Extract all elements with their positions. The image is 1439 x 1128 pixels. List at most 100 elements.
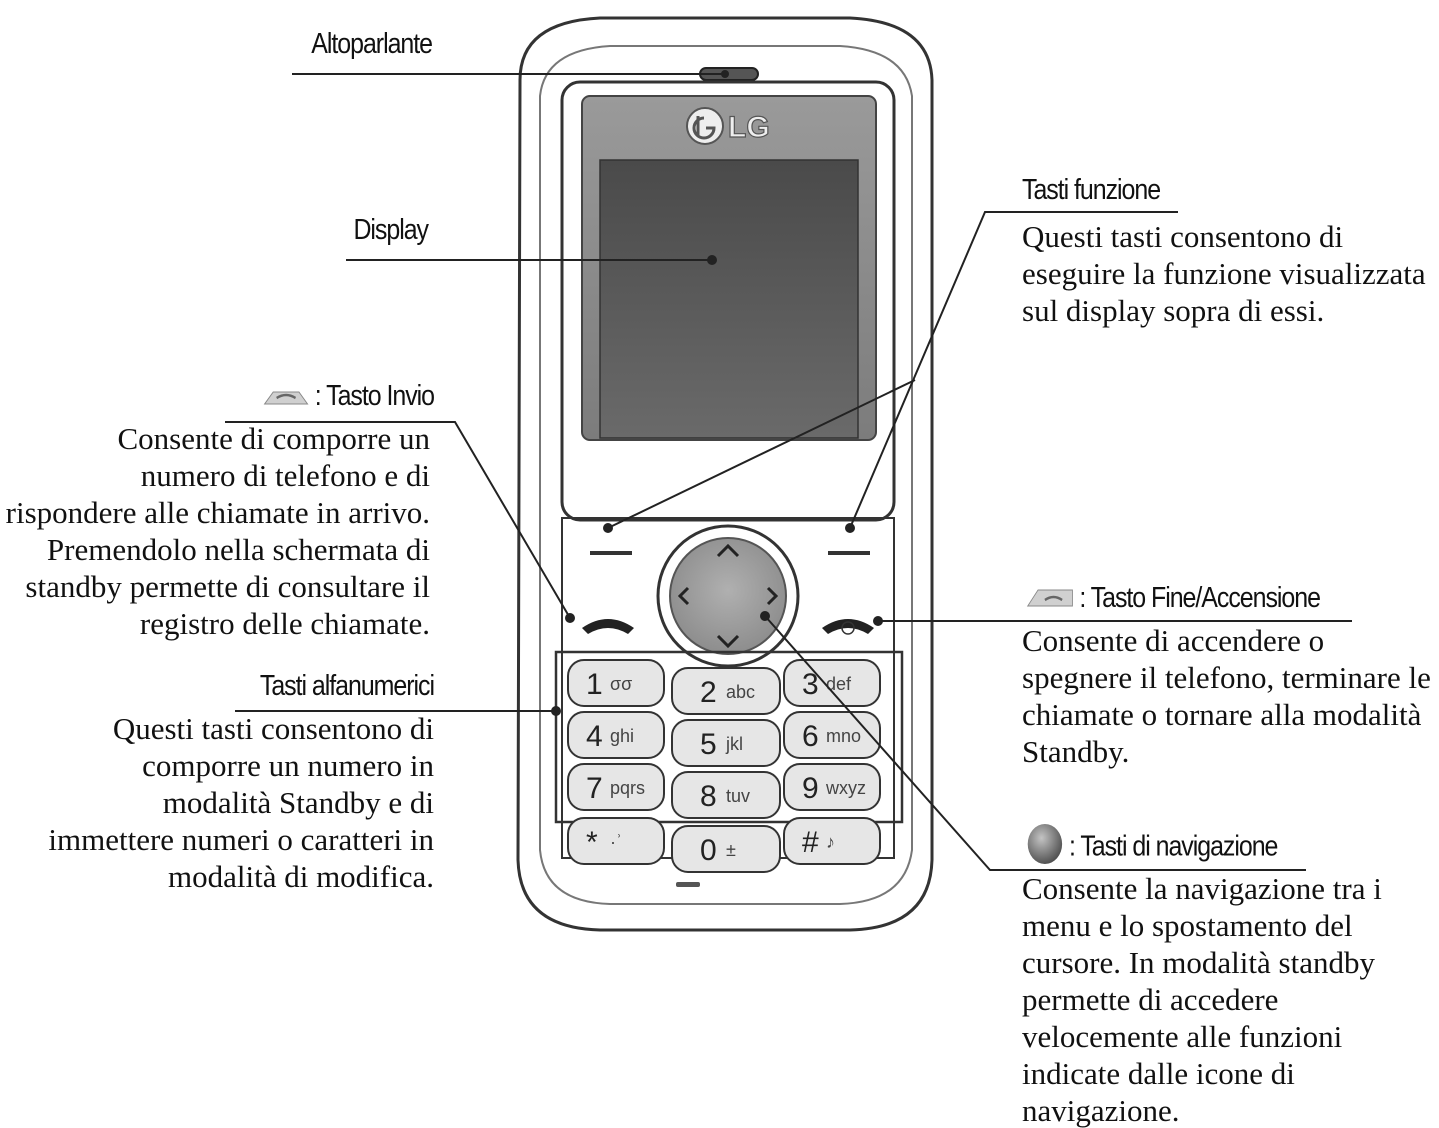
tasti-alfanumerici-line: comporre un numero in [142,748,434,783]
tasti-navigazione-line: permette di accedere [1022,982,1279,1017]
tasti-funzione-line: sul display sopra di essi. [1022,293,1325,328]
keypad-key-11[interactable]: 0± [671,825,781,873]
label-tasti-alfanumerici: Tasti alfanumerici [259,670,435,702]
keypad-key-6[interactable]: 6 mno [783,711,881,759]
tasti-navigazione-line: indicate dalle icone di [1022,1056,1295,1091]
line-tasti-navigazione [764,615,1306,871]
keypad-digit: 7 [586,772,603,805]
keypad-digit: 5 [700,728,717,761]
nav-up-icon [716,543,740,558]
line-tasti-funzione-a [849,211,1178,529]
microphone [676,882,700,887]
keypad-digit: 8 [700,780,717,813]
end-key-badge-icon [1026,583,1074,616]
tasto-fine-line: Standby. [1022,734,1130,769]
lg-logo-text: LG [728,111,770,144]
keypad-digit: * [586,826,598,859]
tasti-navigazione-line: cursore. In modalità standby [1022,945,1375,980]
power-symbol-icon [841,621,855,635]
keypad-letters: pqrs [610,778,645,798]
tasto-invio-line: rispondere alle chiamate in arrivo. [5,495,430,530]
keypad-digit: 2 [700,676,717,709]
end-key-icon [822,619,874,634]
keypad-letters: abc [726,682,755,702]
tasto-invio-line: Premendolo nella schermata di [46,532,430,567]
tasti-alfanumerici-line: modalità di modifica. [167,859,434,894]
keypad-key-5[interactable]: 5 jkl [671,719,781,767]
phone-inner-rim [539,45,913,905]
tasti-alfanumerici-line: immettere numeri o caratteri in [48,822,434,857]
keypad-letters: ± [726,840,736,860]
tasti-navigazione-line: menu e lo spostamento del [1022,908,1353,943]
label-tasti-funzione: Tasti funzione [1022,174,1161,206]
nav-down-icon [716,634,740,649]
tasto-invio-line: registro delle chiamate. [139,606,430,641]
tasto-invio-title: : Tasto Invio [314,380,435,412]
keypad-letters: ·ʾ [610,832,622,852]
keypad-digit: 0 [700,834,717,867]
keypad-key-7[interactable]: 7 pqrs [567,763,665,811]
keypad-digit: 1 [586,668,603,701]
nav-left-icon [677,586,690,606]
keypad-key-8[interactable]: 8 tuv [671,771,781,819]
keypad-key-10[interactable]: * ·ʾ [567,817,665,865]
tasto-fine-title: : Tasto Fine/Accensione [1079,582,1321,614]
keypad-letters: def [826,674,852,694]
tasti-funzione-line: eseguire la funzione visualizzata [1022,256,1426,291]
tasti-funzione-line: Questi tasti consentono di [1022,219,1344,254]
keypad-letters: ghi [610,726,634,746]
keypad-digit: 4 [586,720,603,753]
keypad-key-4[interactable]: 4 ghi [567,711,665,759]
keypad-letters: σσ [610,674,632,694]
tasto-fine-line: chiamate o tornare alla modalità [1022,697,1422,732]
keypad-key-2[interactable]: 2 abc [671,667,781,715]
tasto-fine-line: Consente di accendere o [1022,623,1325,658]
lg-logo-icon [686,107,724,145]
nav-key-badge-icon [1026,822,1064,874]
keypad-letters: mno [826,726,861,746]
tasti-navigazione-line: Consente la navigazione tra i [1022,871,1382,906]
label-tasto-fine: : Tasto Fine/Accensione [1026,582,1321,616]
tasti-navigazione-title: : Tasti di navigazione [1069,830,1278,863]
keypad-digit: 6 [802,720,819,753]
display-screen [599,159,859,439]
tasti-navigazione-line: velocemente alle funzioni [1022,1019,1343,1054]
keypad-letters: jkl [725,734,743,754]
nav-right-icon [766,586,779,606]
keypad-key-1[interactable]: 1 σσ [567,659,665,707]
nav-pad [669,537,787,655]
line-tasti-funzione-b [607,379,916,529]
tasto-invio-line: numero di telefono e di [140,458,430,493]
keypad-key-12[interactable]: #♪ [783,817,881,865]
keypad-border [554,650,904,824]
callout-dots [551,70,883,716]
keypad-digit: # [802,826,819,859]
tasti-alfanumerici-line: modalità Standby e di [162,785,434,820]
tasto-invio-line: Consente di comporre un [117,421,430,456]
tasti-navigazione-line: navigazione. [1022,1093,1180,1128]
label-altoparlante: Altoparlante [311,28,433,60]
send-key-badge-icon [263,381,309,414]
line-tasto-invio [225,421,571,619]
keypad-letters: ♪ [826,832,835,852]
tasto-invio-line: standby permette di consultare il [25,569,430,604]
keypad-key-3[interactable]: 3 def [783,659,881,707]
keypad-letters: tuv [726,786,750,806]
label-tasti-navigazione: : Tasti di navigazione [1026,822,1278,874]
label-display: Display [353,214,429,246]
callout-lines [225,73,1352,871]
send-key-icon [582,619,634,634]
keypad-digit: 9 [802,772,819,805]
label-tasto-invio: : Tasto Invio [216,380,435,414]
tasto-fine-line: spegnere il telefono, terminare le [1022,660,1431,695]
keypad-digit: 3 [802,668,819,701]
